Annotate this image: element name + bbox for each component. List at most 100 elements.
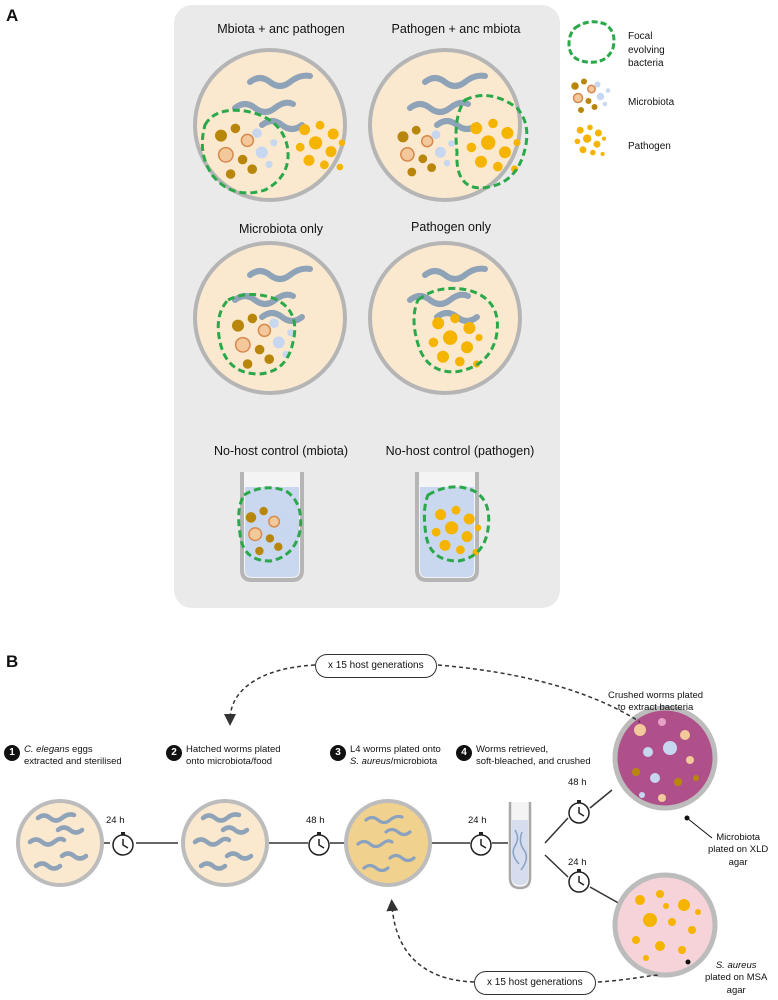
msa-colony <box>635 895 645 905</box>
microbiota-dot <box>230 123 241 134</box>
step-1-text: C. elegans eggs extracted and sterilised <box>24 744 122 769</box>
microbiota-dot <box>247 164 257 174</box>
microbiota-dot <box>407 167 417 177</box>
pathogen-dot <box>583 134 592 143</box>
pathogen-dot <box>461 341 473 354</box>
msa-line-2: agar <box>726 984 746 996</box>
microbiota-dot <box>418 154 428 164</box>
timeline-lines <box>98 789 623 906</box>
crushed-line-2: to extract bacteria <box>617 702 694 714</box>
time-24h-2: 24 h <box>468 815 487 826</box>
legend-focal-line-3: bacteria <box>628 58 664 69</box>
clock-icons <box>112 800 590 893</box>
plate-msa-agar <box>612 872 718 978</box>
xld-line-1: Microbiota <box>716 832 761 843</box>
msa-line-1: plated on MSA <box>705 972 768 984</box>
xld-colony <box>693 775 699 781</box>
pathogen-dot <box>513 139 521 147</box>
pathogen-dot <box>574 138 581 145</box>
microbiota-dot <box>255 546 264 556</box>
microbiota-dot <box>287 329 295 337</box>
step-3-line-1: L4 worms plated onto <box>350 744 441 755</box>
microbiota-dot <box>571 82 579 90</box>
pathogen-dot <box>451 505 461 515</box>
pathogen-dot <box>336 163 344 171</box>
pathogen-dot <box>456 545 465 555</box>
pathogen-dot <box>439 539 451 551</box>
step-2-line-2: onto microbiota/food <box>186 756 273 768</box>
microbiota-dot <box>254 344 265 355</box>
plate-pathogen-only <box>368 241 522 395</box>
msa-colony <box>655 941 665 951</box>
plate-microbiota-only <box>193 241 347 395</box>
microbiota-dot <box>587 84 596 94</box>
pathogen-dot <box>493 161 503 172</box>
microbiota-dot <box>602 101 608 107</box>
pathogen-dot <box>601 136 607 141</box>
pathogen-dot <box>579 146 587 154</box>
msa-colony <box>678 946 686 954</box>
microbiota-dot <box>252 128 262 138</box>
microbiota-dot <box>400 147 415 162</box>
step-1-species: C. elegans <box>24 744 70 755</box>
microbiota-dot <box>215 129 227 142</box>
legend-focal-line-1: Focal <box>628 31 653 42</box>
time-48h-1: 48 h <box>306 815 325 826</box>
pathogen-dot <box>481 135 496 150</box>
microbiota-dot <box>247 313 258 324</box>
legend-focal-line-2: evolving <box>628 44 665 56</box>
pointer-line-xld <box>686 817 713 839</box>
bacteria-dots-panel-b <box>632 718 701 961</box>
microbiota-dot <box>259 506 268 516</box>
bacteria-dots-panel-a <box>215 118 521 556</box>
pathogen-dot <box>475 155 487 168</box>
title-microbiota-only: Microbiota only <box>238 222 324 236</box>
pathogen-dot <box>327 128 339 140</box>
microbiota-dot <box>397 131 409 143</box>
msa-colony <box>695 909 701 915</box>
time-24h-1: 24 h <box>106 815 125 826</box>
xld-colony <box>686 756 694 764</box>
xld-colony <box>639 792 645 798</box>
panel-a-label: A <box>6 6 19 25</box>
pathogen-dot <box>295 142 305 152</box>
msa-colony <box>663 903 669 909</box>
msa-colony <box>668 918 676 926</box>
pathogen-dot <box>443 330 458 345</box>
pathogen-dot <box>576 126 584 134</box>
microbiota-dot <box>270 139 278 147</box>
worms-panel-b <box>27 812 254 871</box>
clock-icon <box>308 832 330 856</box>
xld-colony <box>680 730 690 740</box>
msa-label: S. aureus plated on MSA agar <box>705 960 767 997</box>
pathogen-dot <box>450 313 460 324</box>
loop-label-bottom: x 15 host generations <box>474 971 596 995</box>
microbiota-dot <box>265 534 275 543</box>
title-nohost-mbiota: No-host control (mbiota) <box>213 444 349 458</box>
microbiota-dot <box>272 336 285 349</box>
step-3-line-2: /microbiota <box>390 756 438 768</box>
microbiota-dot <box>217 146 234 163</box>
pathogen-dot <box>600 151 605 157</box>
xld-line-3: agar <box>728 856 748 868</box>
pathogen-dot <box>475 334 483 342</box>
microbiota-dot <box>434 146 446 158</box>
pathogen-dot <box>488 118 498 129</box>
msa-colony <box>656 890 664 898</box>
step-1-line-1: eggs <box>69 744 93 755</box>
msa-colony <box>688 926 696 934</box>
title-pathogen-anc-mbiota: Pathogen + anc mbiota <box>391 22 521 36</box>
pathogen-dot <box>470 122 483 135</box>
microbiota-dot <box>294 520 301 527</box>
microbiota-dot <box>268 515 281 528</box>
step-4-line-1: Worms retrieved, <box>476 744 549 755</box>
microbiota-dot <box>257 323 272 338</box>
clock-icon <box>470 832 492 856</box>
pathogen-dot <box>299 124 311 136</box>
legend-dots <box>571 78 611 157</box>
pathogen-dot <box>315 120 325 130</box>
microbiota-dot <box>605 88 611 93</box>
microbiota-dot <box>591 104 598 110</box>
microbiota-dot <box>281 526 292 538</box>
panel-b-label: B <box>6 652 19 671</box>
